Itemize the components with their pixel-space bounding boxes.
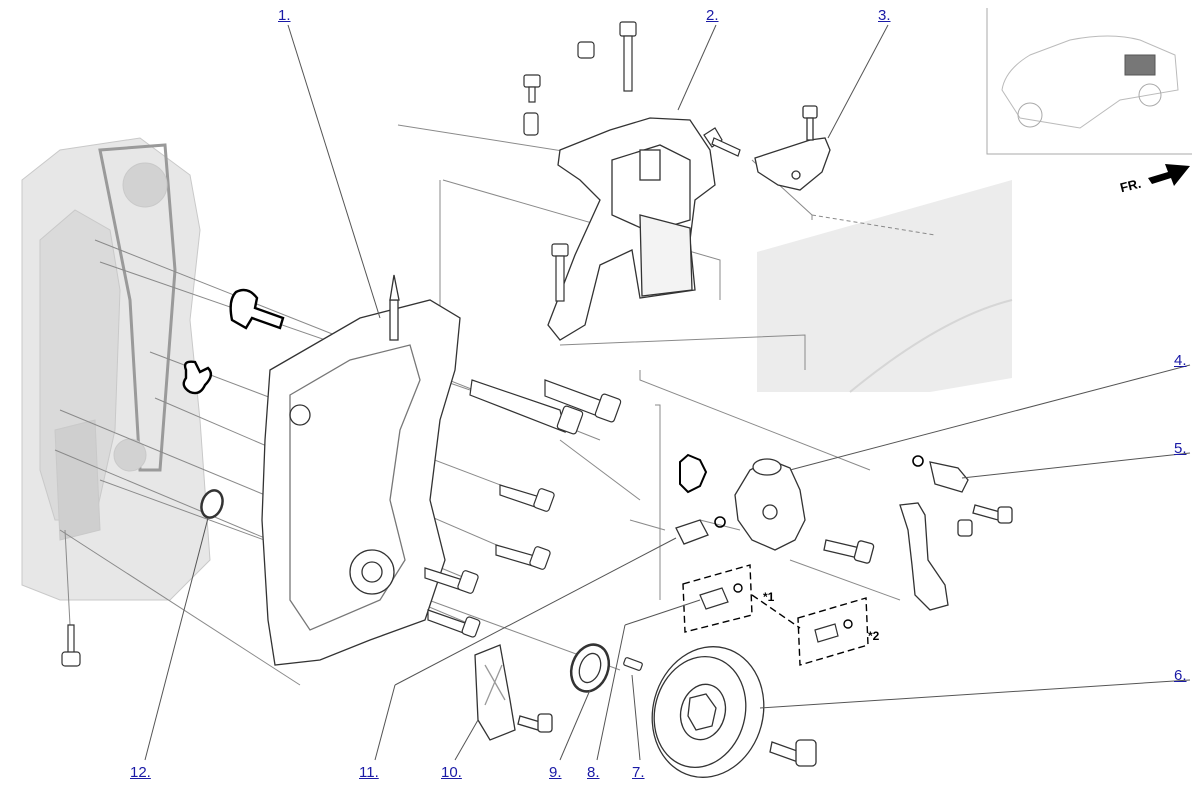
- engine-block: [21, 137, 211, 601]
- vehicle-locator-inset: [986, 8, 1192, 155]
- callout-1[interactable]: 1.: [278, 7, 291, 24]
- callout-leaders: [144, 24, 1191, 761]
- small-bracket: [754, 105, 831, 191]
- callout-6[interactable]: 6.: [1174, 667, 1187, 684]
- callout-10[interactable]: 10.: [441, 764, 462, 781]
- callout-4[interactable]: 4.: [1174, 352, 1187, 369]
- callout-7[interactable]: 7.: [632, 764, 645, 781]
- callout-2[interactable]: 2.: [706, 7, 719, 24]
- crankshaft-pulley: [651, 646, 817, 778]
- solenoid-sensor: [912, 455, 1013, 537]
- mount-bolts: [523, 21, 741, 302]
- callout-9[interactable]: 9.: [549, 764, 562, 781]
- variant-boxes: [682, 564, 869, 666]
- gasket-lower: [182, 360, 213, 395]
- seal-ring: [200, 489, 224, 519]
- callout-3[interactable]: 3.: [878, 7, 891, 24]
- woodruff-key: [623, 657, 643, 671]
- hook-bracket: [899, 502, 949, 611]
- timing-chain-cover: [261, 274, 461, 666]
- oil-pressure-sensor: [675, 516, 726, 545]
- cover-plate: [474, 644, 553, 741]
- callout-8[interactable]: 8.: [587, 764, 600, 781]
- engine-mount: [547, 117, 716, 341]
- callout-12[interactable]: 12.: [130, 764, 151, 781]
- callout-11[interactable]: 11.: [359, 764, 379, 781]
- front-arrow-icon: [1148, 164, 1190, 186]
- gasket-upper: [229, 288, 285, 330]
- variant-note-2: *2: [868, 629, 880, 643]
- callout-5[interactable]: 5.: [1174, 440, 1187, 457]
- mounting-panel: [757, 180, 1012, 392]
- variant-parts: [699, 583, 853, 643]
- valve-body: [679, 453, 875, 564]
- variant-note-1: *1: [763, 590, 775, 604]
- cover-bolts: [61, 379, 622, 667]
